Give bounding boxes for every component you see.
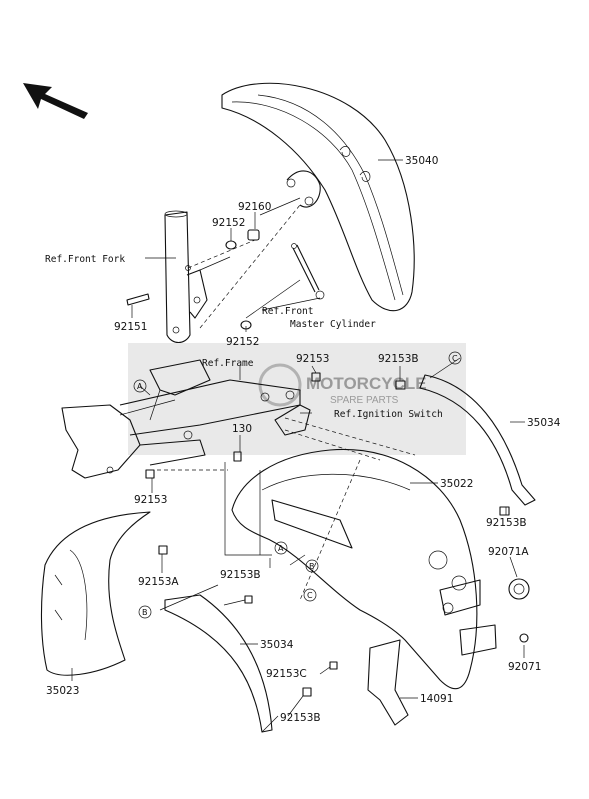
- frame-part: [61, 359, 301, 479]
- front-fender-part: [221, 82, 415, 312]
- label-35023: 35023: [46, 685, 79, 697]
- fender-stay-lower-part: [164, 594, 273, 733]
- ref-front-master-line1: Ref.Front: [262, 306, 313, 317]
- grommet-92071: [519, 633, 529, 643]
- label-92153b-top: 92153B: [378, 353, 419, 365]
- label-92153b-mid: 92153B: [220, 569, 261, 581]
- label-35034-lower: 35034: [260, 639, 294, 651]
- front-direction-arrow-icon: [23, 83, 88, 119]
- svg-text:C: C: [307, 591, 313, 600]
- marker-b-2: B: [138, 605, 152, 619]
- marker-c-1: C: [448, 351, 462, 365]
- ref-front-fork: Ref.Front Fork: [45, 254, 125, 265]
- svg-text:B: B: [309, 562, 315, 571]
- grommet-92071a: [508, 578, 530, 600]
- inner-fender-part: [40, 511, 151, 676]
- bracket-14091-part: [367, 639, 409, 726]
- leader-lines: [71, 159, 525, 733]
- label-92153b-bottom: 92153B: [280, 712, 321, 724]
- label-92153-top: 92153: [296, 353, 329, 365]
- dashed-guides: [150, 204, 416, 601]
- label-92153b-right: 92153B: [486, 517, 527, 529]
- label-92071a: 92071A: [488, 546, 529, 558]
- ignition-bracket-part: [274, 404, 311, 436]
- svg-text:C: C: [452, 354, 458, 363]
- ref-front-master-line2: Master Cylinder: [290, 319, 376, 330]
- hardware-92151: [126, 293, 150, 306]
- label-35022: 35022: [440, 478, 473, 490]
- marker-c-2: C: [303, 588, 317, 602]
- label-130: 130: [232, 423, 252, 435]
- marker-a-1: A: [133, 379, 147, 393]
- label-92153c: 92153C: [266, 668, 307, 680]
- watermark-brand: MOTORCYCLE: [306, 374, 427, 393]
- ref-ignition-switch: Ref.Ignition Switch: [334, 409, 443, 420]
- watermark-sub: SPARE PARTS: [330, 395, 399, 406]
- hardware-92152a: [225, 240, 237, 250]
- svg-text:A: A: [278, 544, 284, 553]
- label-92152-upper: 92152: [212, 217, 245, 229]
- brake-line-clip-part: [291, 243, 325, 300]
- label-35034-upper: 35034: [527, 417, 561, 429]
- marker-a-2: A: [274, 541, 288, 555]
- label-35040: 35040: [405, 155, 438, 167]
- label-92153-left: 92153: [134, 494, 167, 506]
- label-92152-lower: 92152: [226, 336, 259, 348]
- front-fork-part: [164, 210, 208, 344]
- fender-stay-upper-part: [419, 374, 536, 506]
- label-92071: 92071: [508, 661, 541, 673]
- svg-text:B: B: [142, 608, 148, 617]
- svg-text:A: A: [137, 382, 143, 391]
- marker-b-1: B: [305, 559, 319, 573]
- label-14091: 14091: [420, 693, 453, 705]
- label-92160: 92160: [238, 201, 271, 213]
- ref-frame: Ref.Frame: [202, 358, 254, 369]
- hardware-92160: [247, 229, 260, 241]
- label-92151: 92151: [114, 321, 147, 333]
- rear-fender-part: [231, 448, 497, 690]
- label-92153a: 92153A: [138, 576, 179, 588]
